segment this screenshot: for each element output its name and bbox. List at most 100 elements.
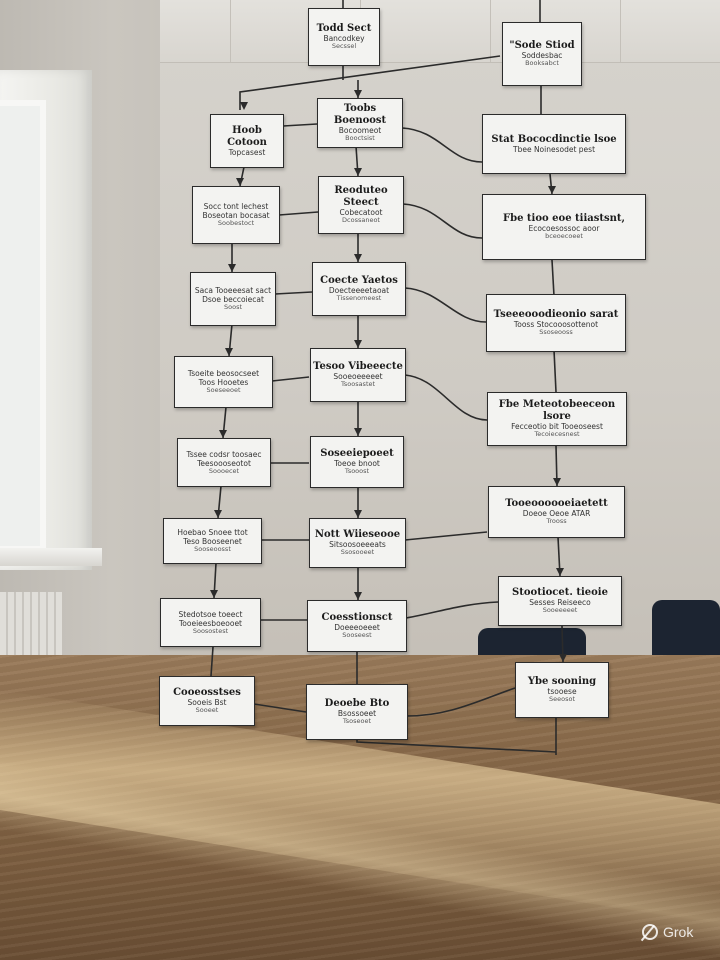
flow-box-right-3: Tseeeooodieonio sarat Tooss Stocooosotte… (486, 294, 626, 352)
flow-box-line: Hoebao Snoee ttot (177, 528, 248, 538)
flow-box-title: Reoduteo Steect (334, 185, 388, 208)
flow-box-line: Trooss (546, 517, 567, 526)
flow-box-line: Boseotan bocasat (202, 211, 270, 221)
flow-box-line: Soddesbac (521, 51, 563, 61)
flow-box-line: Doecteeeetaoat (328, 286, 390, 296)
flow-box-line: Ecocoesossoc aoor (528, 224, 600, 234)
flow-box-top-right: "Sode Stiod Soddesbac Booksabct (502, 22, 582, 86)
flow-box-line: Sesses Reiseeco (529, 598, 591, 608)
flow-box-line: Sooeeeeet (542, 606, 578, 615)
flow-box-line: bceoecoeet (545, 232, 583, 241)
flow-box-title: Hoob Cotoon (227, 125, 267, 148)
flow-box-line: Dcossaneot (342, 216, 380, 225)
flow-box-line: Tssee codsr toosaec (186, 449, 262, 459)
flow-box-center-7: Coesstionsct Doeeeoeeet Sooseest (307, 600, 407, 652)
flow-box-title: Stootiocet. tieoie (512, 586, 608, 598)
flow-box-title: Coecte Yaetos (320, 274, 398, 286)
flow-box-title: Tesoo Vibeeecte (313, 360, 403, 372)
flow-box-line: Ssoseooss (539, 328, 573, 337)
flow-box-line: Tsoosastet (340, 380, 376, 389)
flow-box-title: Ybe sooning (527, 675, 597, 687)
flow-box-line: Teesoooseotot (197, 458, 251, 468)
flow-box-title: Todd Sect (316, 22, 372, 34)
flow-box-line: Soeseeoet (206, 386, 241, 395)
flow-box-line: Sitsoosoeeeats (329, 540, 386, 550)
flow-box-line: Secssel (331, 42, 357, 51)
flow-box-line: Stedotsoe toeect (178, 609, 243, 619)
grok-watermark: Grok (642, 924, 693, 940)
flow-box-left-5: Tssee codsr toosaec Teesoooseotot Soooec… (177, 438, 271, 487)
flow-box-line: Soobestoct (217, 219, 255, 228)
flow-box-line: Sooeoeeeeet (333, 372, 383, 382)
flow-box-line: Tsooost (344, 467, 370, 476)
flow-box-title: Tooeoooooeiaetett (505, 497, 608, 509)
flow-box-center-6: Nott Wiieseooe Sitsoosoeeeats Ssosooeet (309, 518, 406, 568)
flow-box-left-2: Socc tont lechest Boseotan bocasat Soobe… (192, 186, 280, 244)
flow-box-center-5: Soseeiepoeet Toeoe bnoot Tsooost (310, 436, 404, 488)
flow-box-line: Sooeis Bst (187, 698, 227, 708)
flow-box-line: Booctsist (345, 134, 375, 143)
flow-box-line: Sooseoosst (194, 545, 231, 554)
flow-box-right-4: Fbe Meteotobeeceon lsore Fecceotio bit T… (487, 392, 627, 446)
chair-back-right (652, 600, 720, 664)
flow-box-line: Toeoe bnoot (334, 459, 380, 469)
flow-box-left-4: Tsoeite beosocseet Toos Hooetes Soeseeoe… (174, 356, 273, 408)
flow-box-title: Soseeiepoeet (320, 447, 394, 459)
flow-box-title: Fbe tioo eoe tiiastsnt, (503, 212, 625, 224)
flow-box-title: "Sode Stiod (509, 39, 575, 51)
flow-box-line: Tsoeite beosocseet (187, 369, 260, 379)
flow-box-line: Booksabct (525, 59, 559, 68)
flow-box-line: Tooss Stocooosottenot (513, 320, 599, 330)
flow-box-line: Fecceotio bit Tooeoseest (511, 422, 603, 432)
flow-box-line: Soosostest (192, 626, 229, 635)
flow-box-left-8: Cooeosstses Sooeis Bst Sooeet (159, 676, 255, 726)
flow-box-line: Cobecatoot (339, 208, 383, 218)
flow-box-line: Socc tont lechest (203, 202, 269, 212)
flow-box-line: Teso Booseenet (183, 537, 242, 547)
flow-box-right-6: Stootiocet. tieoie Sesses Reiseeco Sooee… (498, 576, 622, 626)
flow-box-line: Toos Hooetes (198, 378, 249, 388)
flow-box-line: Sooseest (342, 631, 372, 640)
flow-box-title: Toobs Boenoost (333, 103, 387, 126)
flow-box-title: Stat Bococdinctie lsoe (491, 133, 617, 145)
flow-box-line: Dsoe beccoiecat (202, 295, 264, 305)
flow-box-left-6: Hoebao Snoee ttot Teso Booseenet Sooseoo… (163, 518, 262, 564)
flow-box-right-2: Fbe tioo eoe tiiastsnt, Ecocoesossoc aoo… (482, 194, 646, 260)
flow-box-top-center: Todd Sect Bancodkey Secssel (308, 8, 380, 66)
flow-box-line: Tbee Noinesodet pest (512, 145, 596, 155)
flow-box-title: Fbe Meteotobeeceon lsore (498, 399, 616, 422)
flow-box-line: Tsoseoet (342, 717, 372, 726)
flow-box-left-3: Saca Tooeeesat sact Dsoe beccoiecat Soos… (190, 272, 276, 326)
window-frame (0, 100, 46, 552)
radiator (0, 592, 62, 666)
flow-box-line: Sooeet (195, 706, 219, 715)
flow-box-line: Soost (223, 303, 242, 312)
flow-box-right-7: Ybe sooning tsooese Seeosot (515, 662, 609, 718)
flow-box-line: Tooeieesboeooet (178, 618, 242, 628)
flow-box-line: Soooecet (208, 466, 240, 475)
flow-box-center-1: Toobs Boenoost Bocoomeot Booctsist (317, 98, 403, 148)
flow-box-line: Saca Tooeeesat sact (194, 286, 272, 296)
flow-box-line: Bsossoeet (337, 709, 377, 719)
flow-box-line: tsooese (547, 687, 577, 697)
grok-logo-icon (642, 924, 658, 940)
flow-box-title: Cooeosstses (173, 686, 241, 698)
flow-box-title: Nott Wiieseooe (314, 528, 401, 540)
flow-box-line: Seeosot (548, 695, 575, 704)
flow-box-line: Topcasest (228, 148, 266, 157)
flow-box-center-3: Coecte Yaetos Doecteeeetaoat Tissenomees… (312, 262, 406, 316)
flow-box-center-4: Tesoo Vibeeecte Sooeoeeeeet Tsoosastet (310, 348, 406, 402)
flow-box-right-5: Tooeoooooeiaetett Doeoe Oeoe ATAR Trooss (488, 486, 625, 538)
watermark-text: Grok (663, 924, 694, 940)
window-sill (0, 548, 102, 566)
flow-box-title: Tseeeooodieonio sarat (493, 308, 619, 320)
flow-box-line: Bancodkey (323, 34, 365, 44)
flow-box-left-7: Stedotsoe toeect Tooeieesboeooet Soosost… (160, 598, 261, 647)
flow-box-line: Bocoomeot (338, 126, 382, 136)
flow-box-left-1: Hoob Cotoon Topcasest (210, 114, 284, 168)
flow-box-right-1: Stat Bococdinctie lsoe Tbee Noinesodet p… (482, 114, 626, 174)
flow-box-center-2: Reoduteo Steect Cobecatoot Dcossaneot (318, 176, 404, 234)
flow-box-title: Coesstionsct (321, 611, 393, 623)
flow-box-line: Tissenomeest (336, 294, 382, 303)
